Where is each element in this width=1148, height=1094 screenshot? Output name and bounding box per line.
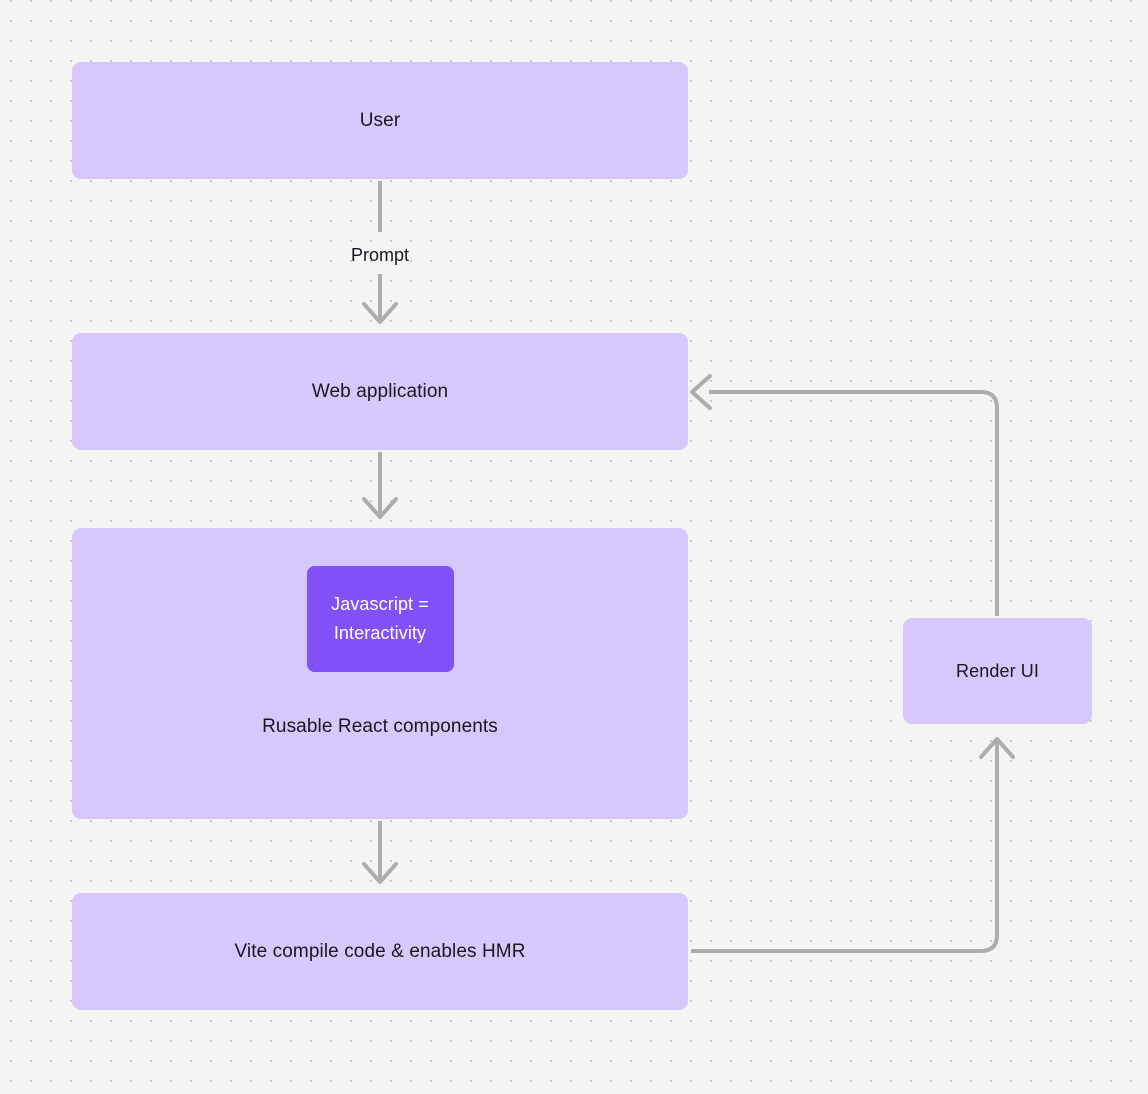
edge-vite-to-render-ui bbox=[691, 737, 1015, 953]
node-javascript-label: Javascript = Interactivity bbox=[331, 590, 429, 648]
node-javascript-line1: Javascript = bbox=[331, 594, 429, 614]
edge-label-prompt: Prompt bbox=[350, 245, 410, 265]
node-web-application-label: Web application bbox=[311, 380, 449, 402]
arrowhead-down-icon bbox=[362, 302, 398, 324]
node-user-label: User bbox=[359, 109, 401, 131]
node-web-application[interactable]: Web application bbox=[72, 333, 688, 450]
node-user[interactable]: User bbox=[72, 62, 688, 179]
node-vite[interactable]: Vite compile code & enables HMR bbox=[72, 893, 688, 1010]
node-javascript-line2: Interactivity bbox=[333, 623, 427, 643]
edge-segment bbox=[709, 390, 999, 616]
edge-web-application-to-components bbox=[362, 452, 398, 519]
arrowhead-left-icon bbox=[690, 374, 712, 410]
node-components-group[interactable]: HTML = structure CSS = Styles & Layouts … bbox=[72, 528, 688, 819]
edge-render-ui-to-web-application bbox=[690, 374, 999, 616]
arrowhead-up-icon bbox=[979, 737, 1015, 759]
node-javascript[interactable]: Javascript = Interactivity bbox=[306, 566, 454, 672]
arrowhead-down-icon bbox=[362, 497, 398, 519]
node-vite-label: Vite compile code & enables HMR bbox=[234, 940, 526, 962]
node-render-ui[interactable]: Render UI bbox=[903, 618, 1092, 724]
node-components-caption: Rusable React components bbox=[262, 716, 498, 737]
arrowhead-down-icon bbox=[362, 862, 398, 884]
node-render-ui-label: Render UI bbox=[956, 660, 1039, 681]
edge-components-to-vite bbox=[362, 821, 398, 884]
edge-segment bbox=[691, 742, 999, 953]
